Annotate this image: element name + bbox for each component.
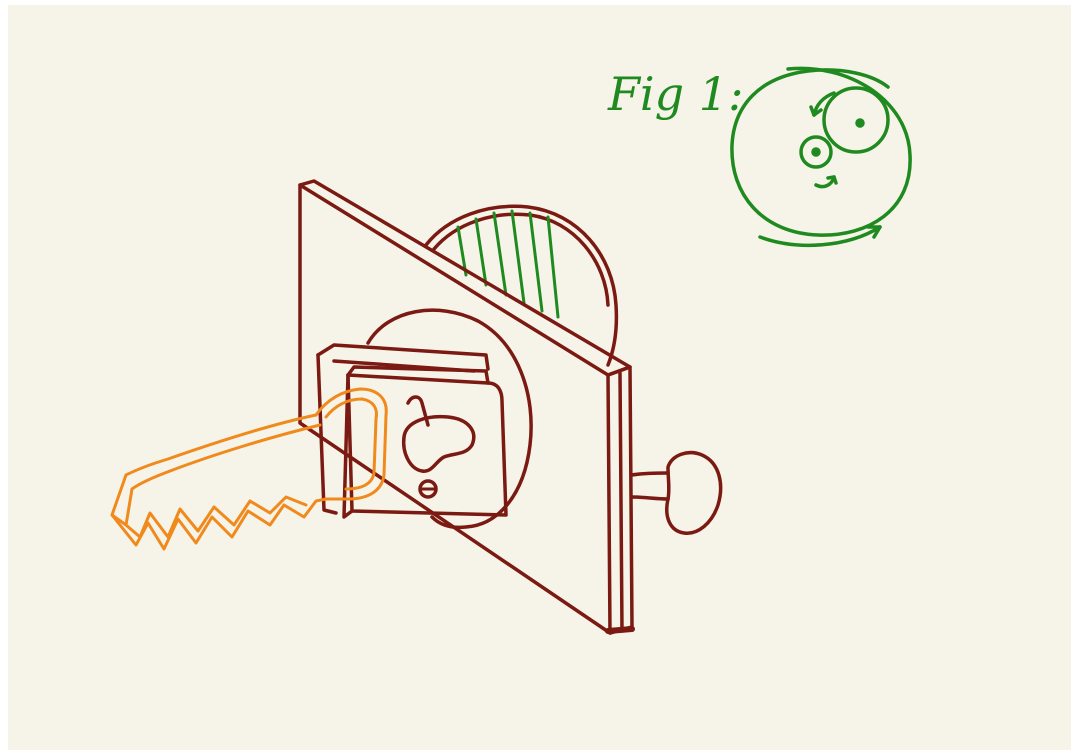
cylinder-housing-side (316, 353, 338, 515)
paper-background (8, 5, 1071, 750)
key-shank-top-inner (130, 423, 322, 491)
mounting-plate-bottom-lip (605, 626, 635, 634)
keyhole-slot (406, 395, 430, 427)
back-disc-hatching (456, 209, 560, 319)
key (110, 387, 388, 551)
drawing: Fig 1: (8, 5, 1071, 750)
outer-circle (730, 66, 912, 237)
cylinder-face-edge (346, 365, 490, 385)
lock-assembly (298, 179, 723, 635)
thumb-knob (665, 450, 723, 535)
cylinder-screw (418, 479, 438, 499)
key-bow-inner (324, 397, 378, 491)
back-disc (424, 204, 619, 367)
key-bow (314, 387, 388, 501)
rotation-arrow-lower-head (826, 175, 838, 185)
keyhole-plug (401, 414, 476, 473)
rotation-arrow-upper-head (809, 105, 823, 117)
fig-label: Fig 1: (607, 67, 743, 121)
cylinder-face-left-edge (342, 373, 354, 519)
large-gear-circle (822, 86, 890, 154)
key-teeth-inner (124, 495, 308, 539)
rotation-arrow-outer (758, 225, 882, 248)
key-teeth (110, 497, 328, 551)
key-shank-top (124, 413, 318, 477)
cylinder-rosette (366, 308, 533, 530)
small-gear-center (811, 147, 821, 157)
knob-stem-lower (630, 495, 670, 501)
rotation-arrow-outer-head (866, 225, 882, 239)
large-gear-center (855, 118, 865, 128)
mounting-plate-side-line (618, 371, 624, 633)
knob-stem (630, 471, 670, 477)
fig-1-annotation: Fig 1: (607, 66, 912, 248)
small-gear-circle (799, 135, 833, 169)
key-tip (110, 473, 134, 527)
cylinder-housing-back (316, 343, 490, 371)
